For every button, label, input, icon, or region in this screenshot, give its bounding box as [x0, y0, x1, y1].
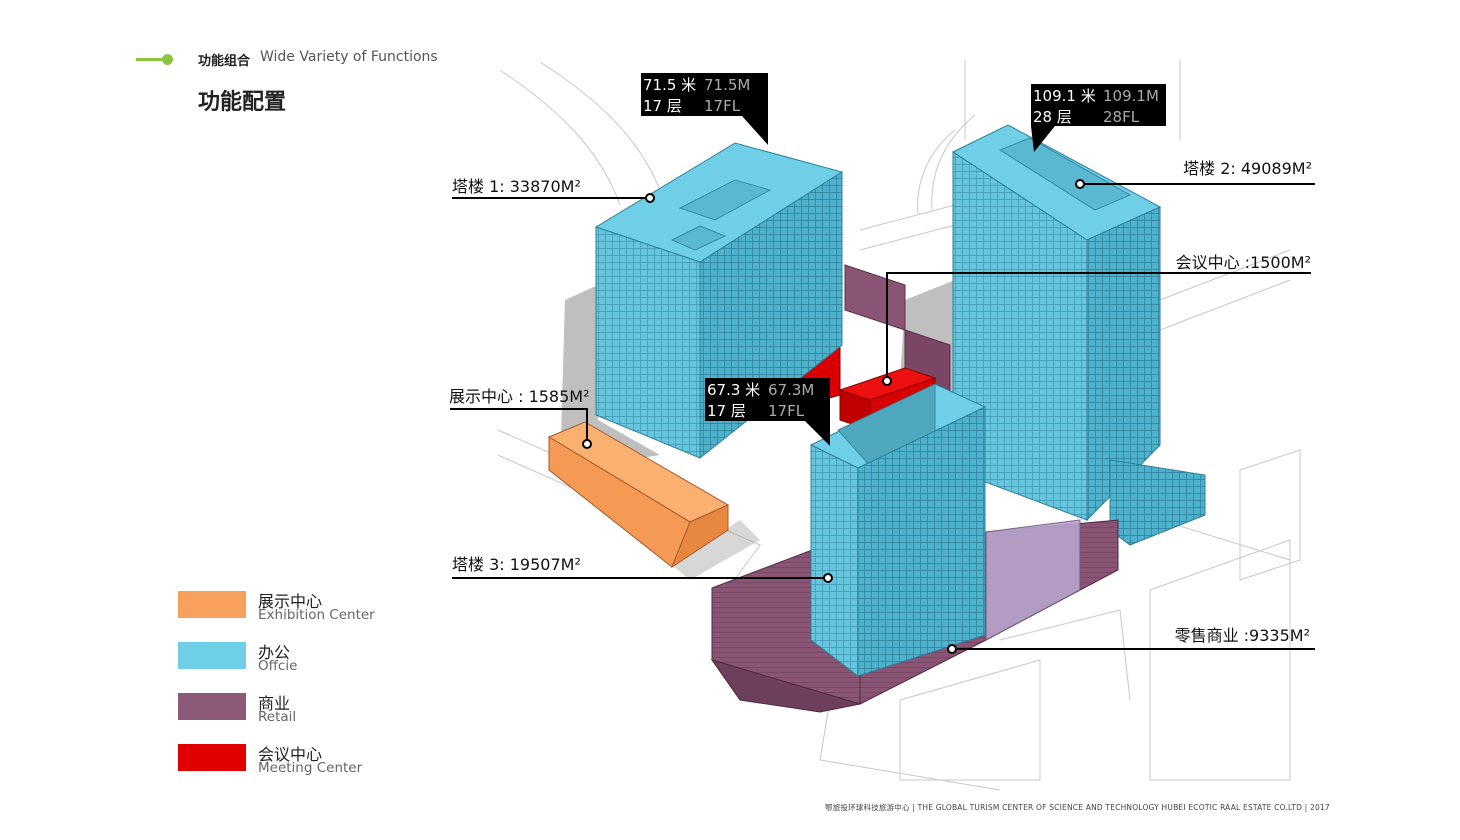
t1-cn-floors: 17 层 — [643, 97, 682, 115]
site-line-5 — [1160, 520, 1290, 560]
t3-en-height: 67.3M — [768, 381, 814, 399]
tower2-podium-side — [1110, 460, 1205, 545]
legend-en: Retail — [258, 709, 296, 725]
callout-meeting: 会议中心 :1500M² — [1176, 253, 1311, 272]
context-block-2 — [900, 660, 1040, 780]
tower-3 — [811, 384, 985, 676]
legend-swatch — [178, 744, 246, 771]
header-cn-label: 功能组合 — [198, 50, 250, 69]
legend-swatch — [178, 642, 246, 669]
context-block-3 — [1240, 450, 1300, 580]
height-label-t1: 71.5 米 71.5M 17 层 17FL — [641, 73, 768, 145]
t3-en-floors: 17FL — [768, 402, 805, 420]
site-line-4 — [1160, 280, 1290, 330]
tower1-front — [596, 227, 700, 458]
callout-tower3: 塔楼 3: 19507M² — [452, 555, 581, 574]
context-block-1 — [1150, 540, 1290, 780]
header-en-label: Wide Variety of Functions — [260, 49, 438, 65]
t1-en-height: 71.5M — [704, 76, 750, 94]
legend-en: Exhibition Center — [258, 607, 375, 623]
callout-exhibition: 展示中心 : 1585M² — [449, 387, 590, 406]
dot-tower3 — [824, 574, 832, 582]
legend-swatch — [178, 591, 246, 618]
header-accent-dot — [162, 54, 173, 65]
site-line-6 — [820, 700, 1000, 790]
dot-tower1 — [646, 194, 654, 202]
callout-tower2: 塔楼 2: 49089M² — [1183, 159, 1312, 178]
t3-cn-height: 67.3 米 — [707, 381, 760, 399]
t2-cn-height: 109.1 米 — [1033, 87, 1096, 105]
callout-retail: 零售商业 :9335M² — [1175, 626, 1310, 645]
dot-exhibition — [583, 440, 591, 448]
legend-swatch — [178, 693, 246, 720]
building-diagram: 71.5 米 71.5M 17 层 17FL 109.1 米 109.1M 28… — [440, 55, 1320, 795]
site-line-7 — [1000, 610, 1130, 700]
t2-en-height: 109.1M — [1103, 87, 1159, 105]
context-line-9 — [860, 205, 955, 250]
legend-en: Meeting Center — [258, 760, 362, 776]
dot-tower2 — [1076, 180, 1084, 188]
tower3-front — [811, 445, 858, 676]
t2-cn-floors: 28 层 — [1033, 108, 1072, 126]
height-label-t2: 109.1 米 109.1M 28 层 28FL — [1031, 84, 1166, 152]
footer-credit: 鄂旅投环球科技旅游中心 | THE GLOBAL TURISM CENTER O… — [825, 802, 1330, 813]
callout-tower1: 塔楼 1: 33870M² — [452, 177, 581, 196]
legend-en: Offcie — [258, 658, 297, 674]
t2-en-floors: 28FL — [1103, 108, 1140, 126]
t3-cn-floors: 17 层 — [707, 402, 746, 420]
dot-retail — [948, 645, 956, 653]
dot-meeting — [883, 377, 891, 385]
page-title: 功能配置 — [198, 84, 286, 116]
t1-en-floors: 17FL — [704, 97, 741, 115]
t1-cn-height: 71.5 米 — [643, 76, 696, 94]
